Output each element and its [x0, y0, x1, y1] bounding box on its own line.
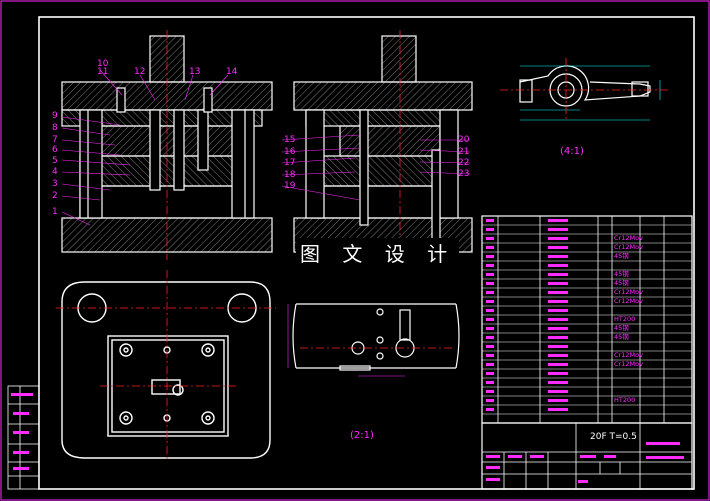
strip-scale-caption: (2:1) [350, 430, 374, 441]
bom-name-mark [548, 372, 568, 375]
part-number: 5 [52, 156, 58, 166]
part-number: 12 [134, 67, 146, 77]
bom-rows [482, 219, 692, 415]
part-number: 7 [52, 135, 58, 145]
part-number: 16 [284, 147, 296, 157]
part-number: 22 [458, 158, 470, 168]
part-scale-caption: (4:1) [560, 146, 584, 157]
bom-index-mark [486, 291, 494, 294]
bom-name-mark [548, 282, 568, 285]
part-number: 8 [52, 123, 58, 133]
bom-index-mark [486, 309, 494, 312]
drawing-border [38, 16, 695, 490]
part-number: 15 [284, 135, 296, 145]
title-spec: 20F T=0.5 [590, 432, 637, 442]
bom-index-mark [486, 408, 494, 411]
bom-name-mark [548, 300, 568, 303]
watermark-text: 图 文 设 计 [296, 238, 460, 267]
bom-index-mark [486, 381, 494, 384]
bom-name-mark [548, 363, 568, 366]
bom-name-mark [548, 273, 568, 276]
part-number: 18 [284, 170, 296, 180]
part-number: 9 [52, 111, 58, 121]
side-section-view [293, 35, 473, 253]
bom-index-mark [486, 354, 494, 357]
bom-material: Cr12Mov [614, 360, 643, 368]
strip-layout [292, 303, 460, 371]
part-number: 10 [97, 59, 109, 69]
title-block-marks [486, 442, 684, 483]
bom-index-mark [486, 318, 494, 321]
leaders-left [61, 69, 229, 226]
bom-material: 45钢 [614, 270, 629, 278]
bom-name-mark [548, 237, 568, 240]
bom-index-mark [486, 219, 494, 222]
bom-index-mark [486, 246, 494, 249]
bom-table [481, 215, 693, 424]
title-block [481, 422, 693, 490]
bom-index-mark [486, 255, 494, 258]
bom-index-mark [486, 273, 494, 276]
side-stamp [7, 385, 40, 490]
bom-name-mark [548, 327, 568, 330]
part-number: 13 [189, 67, 201, 77]
part-number: 6 [52, 145, 58, 155]
part-number: 11 [97, 67, 109, 77]
bom-name-mark [548, 219, 568, 222]
part-number: 23 [458, 169, 470, 179]
bom-index-mark [486, 237, 494, 240]
part-number: 19 [284, 181, 296, 191]
part-view [519, 65, 651, 107]
bom-index-mark [486, 264, 494, 267]
bom-material: 45钢 [614, 279, 629, 287]
bom-name-mark [548, 390, 568, 393]
part-dimensions [520, 65, 661, 121]
bom-name-mark [548, 345, 568, 348]
part-number: 4 [52, 167, 58, 177]
part-number: 3 [52, 179, 58, 189]
part-number: 1 [52, 207, 58, 217]
bom-name-mark [548, 246, 568, 249]
bom-name-mark [548, 408, 568, 411]
bom-name-mark [548, 255, 568, 258]
bom-material: Cr12Mov [614, 351, 643, 359]
bom-material: 45钢 [614, 252, 629, 260]
bom-material: Cr12Mov [614, 297, 643, 305]
leaders-right [281, 134, 471, 201]
bom-name-mark [548, 228, 568, 231]
bom-index-mark [486, 399, 494, 402]
bom-name-mark [548, 291, 568, 294]
bom-name-mark [548, 336, 568, 339]
bom-material: Cr12Mov [614, 234, 643, 242]
part-number: 14 [226, 67, 238, 77]
bom-index-mark [486, 372, 494, 375]
bom-name-mark [548, 354, 568, 357]
bom-material: Cr12Mov [614, 288, 643, 296]
bom-index-mark [486, 363, 494, 366]
bom-material: Cr12Mov [614, 243, 643, 251]
bom-index-mark [486, 327, 494, 330]
bom-material: 45钢 [614, 333, 629, 341]
part-number: 21 [458, 147, 470, 157]
bom-material: 45钢 [614, 324, 629, 332]
bom-material: HT200 [614, 315, 636, 323]
bom-index-mark [486, 345, 494, 348]
bom-index-mark [486, 390, 494, 393]
part-number: 2 [52, 191, 58, 201]
bom-name-mark [548, 381, 568, 384]
bom-name-mark [548, 399, 568, 402]
side-stamp-marks [11, 393, 33, 470]
bom-name-mark [548, 264, 568, 267]
bom-index-mark [486, 300, 494, 303]
part-number: 17 [284, 158, 296, 168]
part-number: 20 [458, 135, 470, 145]
bom-material: HT200 [614, 396, 636, 404]
bom-index-mark [486, 228, 494, 231]
bom-name-mark [548, 309, 568, 312]
bom-name-mark [548, 318, 568, 321]
bom-index-mark [486, 282, 494, 285]
strip-dimensions [287, 304, 405, 377]
bom-index-mark [486, 336, 494, 339]
